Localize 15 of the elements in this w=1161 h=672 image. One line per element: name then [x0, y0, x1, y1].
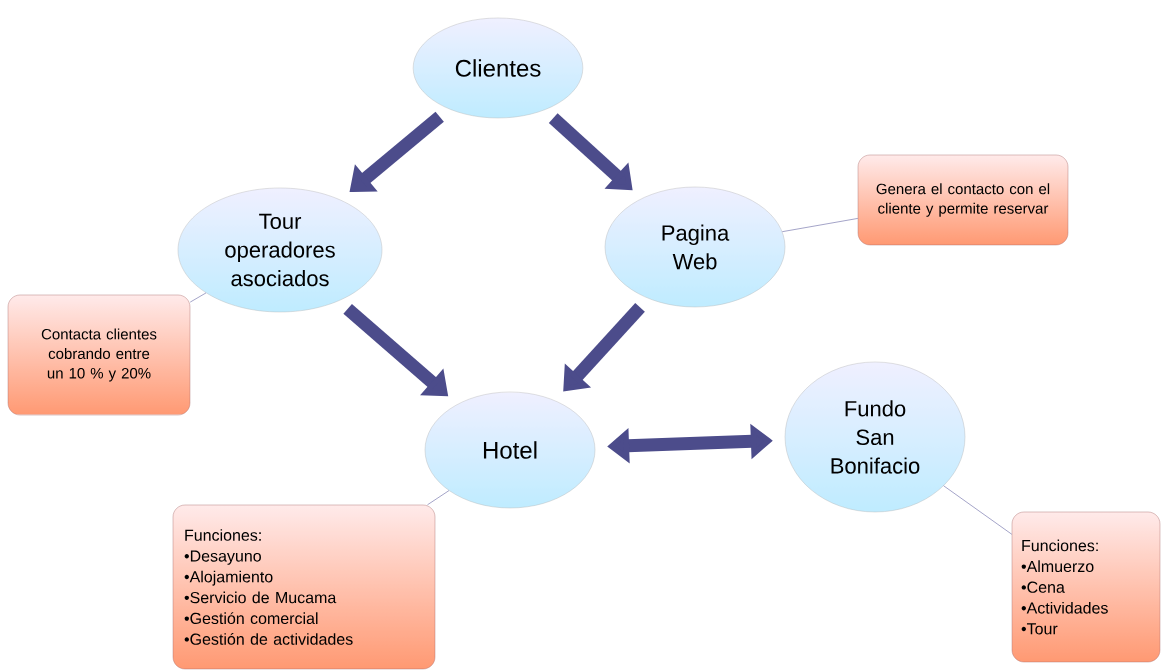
leader-line: [781, 218, 859, 232]
block-arrow: [548, 113, 633, 191]
leader-line: [189, 292, 207, 303]
ellipse-node: Pagina Web: [604, 186, 786, 308]
ellipse-node: Clientes: [412, 17, 584, 119]
block-arrow: [563, 302, 645, 392]
text-box: Genera el contacto con el cliente y permite reservar: [857, 154, 1069, 246]
ellipse-node: Fundo San Bonifacio: [784, 361, 966, 513]
leader-line: [427, 490, 450, 506]
text-box: Funciones: •Almuerzo •Cena •Actividades •Tour: [1011, 511, 1161, 663]
ellipse-node: Hotel: [424, 391, 596, 509]
text-box: Funciones: •Desayuno •Alojamiento •Servicio de Mucama •Gestión comercial •Gestión de actividades: [172, 504, 436, 670]
leader-line: [943, 485, 1013, 535]
ellipse-node: Tour operadores asociados: [177, 187, 383, 313]
text-box: Contacta clientes cobrando entre un 10 % y 20%: [7, 294, 191, 416]
